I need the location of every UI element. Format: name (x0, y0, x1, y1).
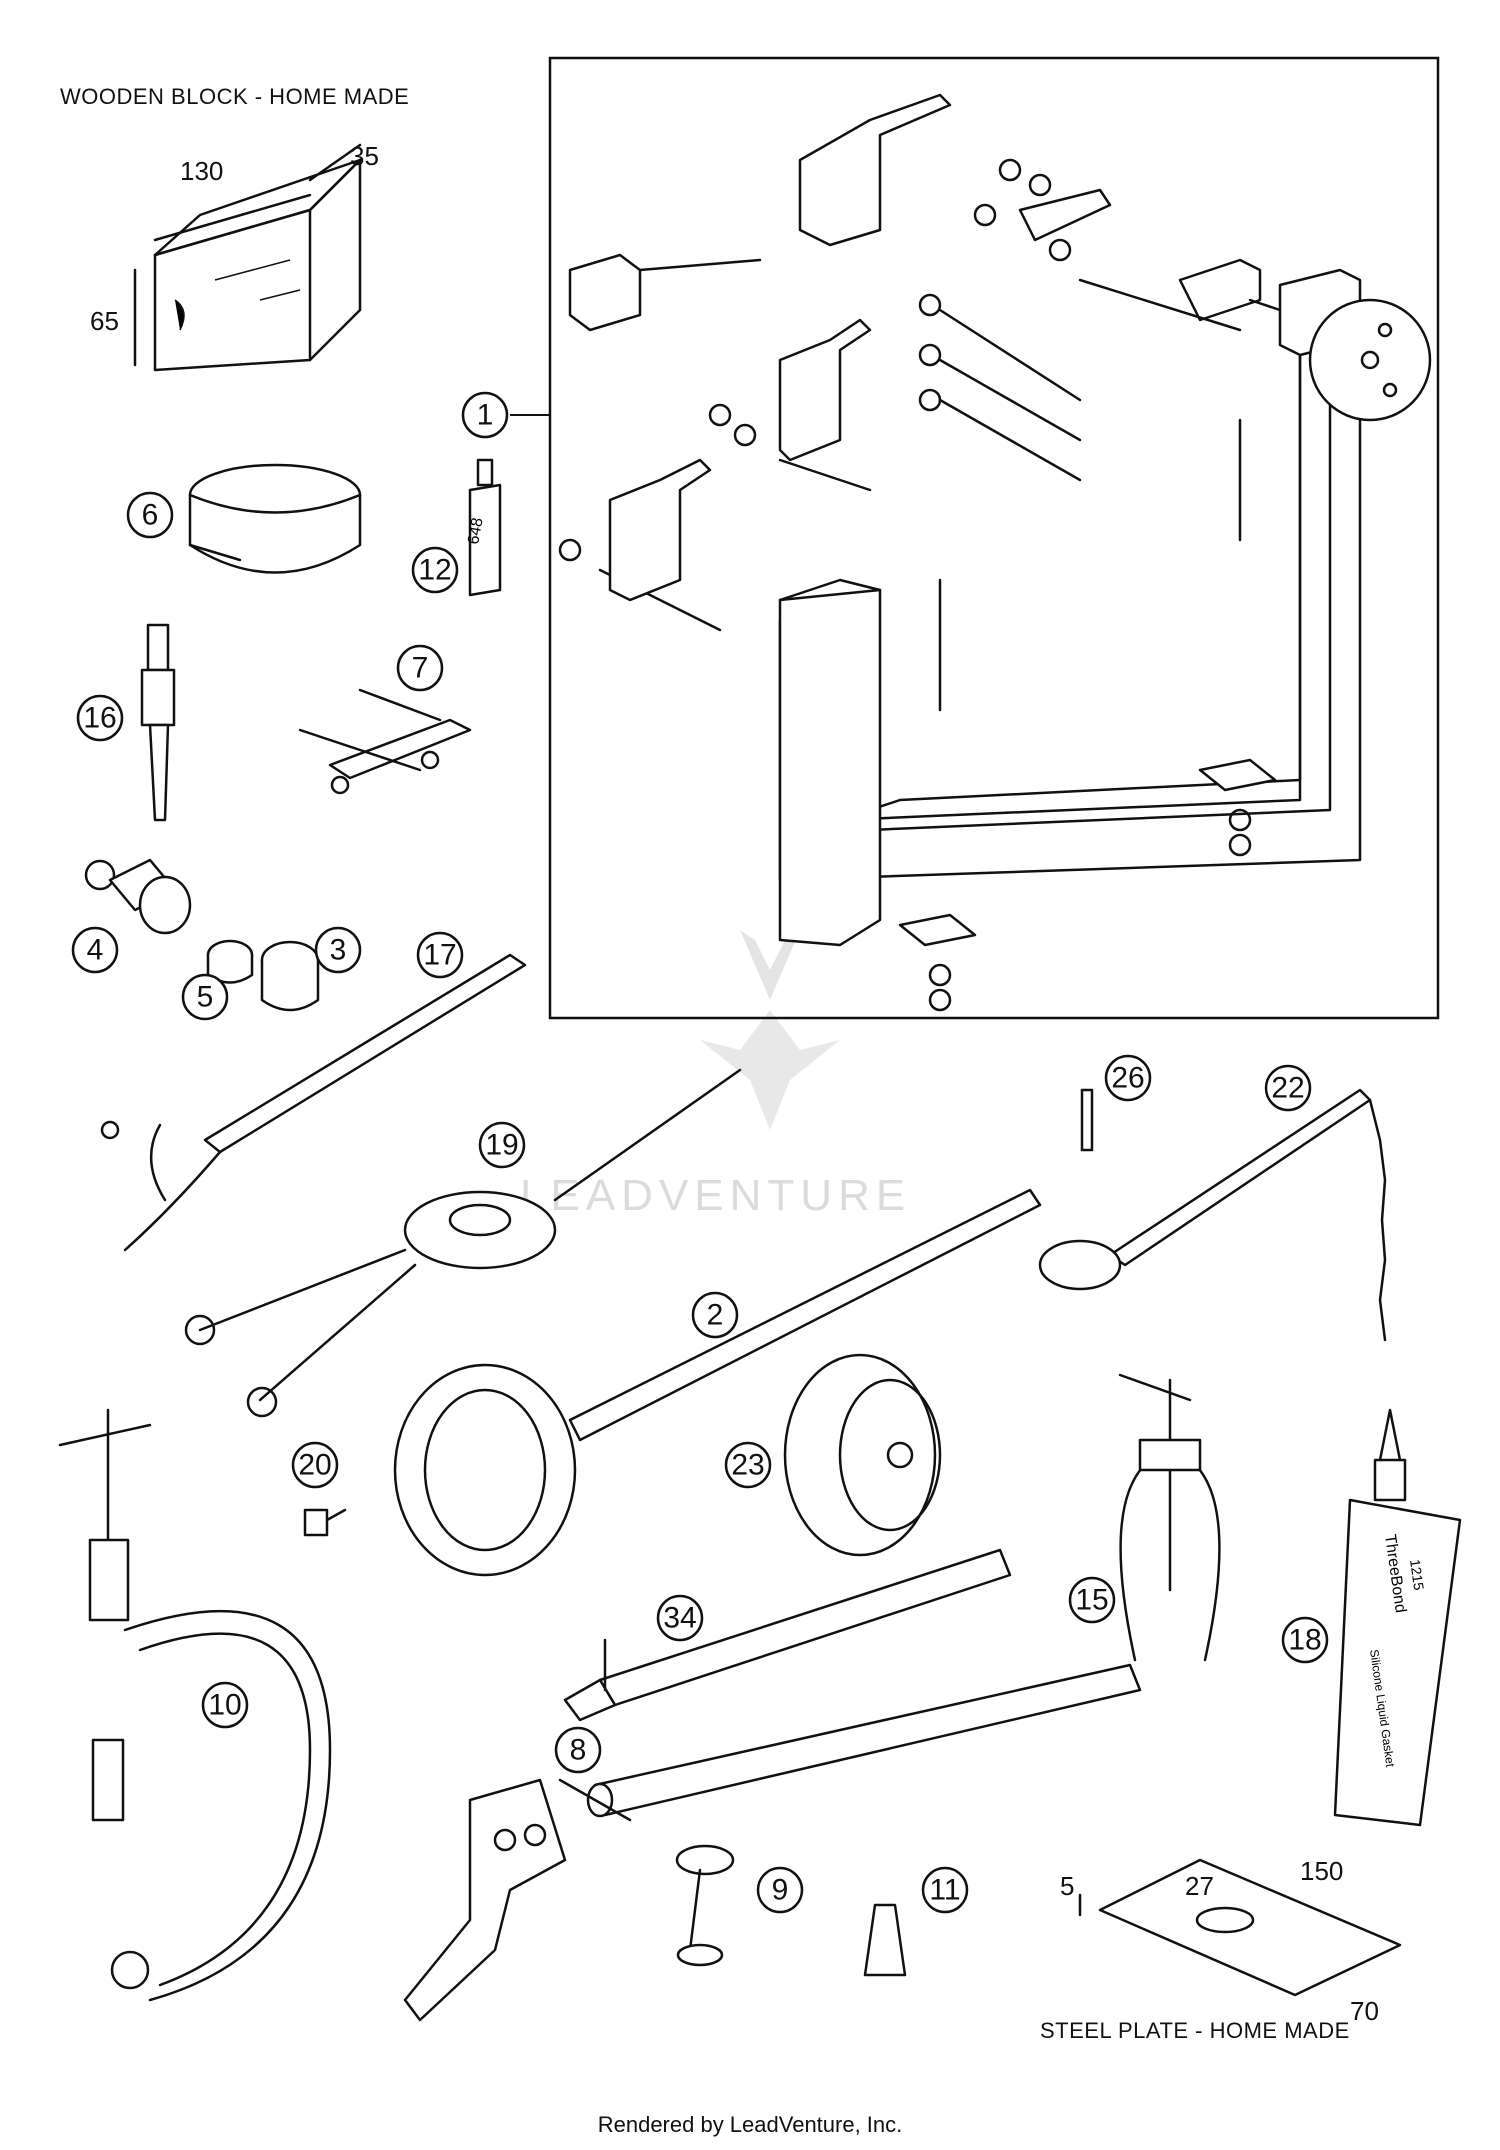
svg-text:10: 10 (208, 1689, 241, 1722)
svg-text:3: 3 (330, 934, 347, 967)
bearing-puller (84, 858, 192, 935)
callout-19: 19 (478, 1121, 526, 1169)
flywheel-puller (783, 1353, 942, 1557)
svg-text:19: 19 (485, 1129, 518, 1162)
footer: Rendered by LeadVenture, Inc. (597, 2112, 903, 2137)
callout-1: 1 (461, 391, 509, 439)
plug-tool (863, 1903, 907, 1977)
holding-wrench (563, 1548, 1012, 1722)
callout-34: 34 (656, 1594, 704, 1642)
callout-2: 2 (691, 1291, 739, 1339)
callout-20: 20 (291, 1441, 339, 1489)
plate-thickness-label: 5 (1060, 1871, 1074, 1901)
watermark: LEADVENTURE (520, 930, 911, 1220)
callout-10: 10 (201, 1681, 249, 1729)
callout-17: 17 (416, 931, 464, 979)
svg-text:9: 9 (772, 1874, 789, 1907)
callout-15: 15 (1068, 1576, 1116, 1624)
block-length-label: 130 (180, 156, 223, 186)
gear-holder (298, 688, 472, 795)
callout-9: 9 (756, 1866, 804, 1914)
sleeve (260, 940, 320, 1012)
svg-text:15: 15 (1075, 1584, 1108, 1617)
plate-width-label: 70 (1350, 1996, 1379, 2026)
callout-8: 8 (554, 1726, 602, 1774)
callout-3: 3 (314, 926, 362, 974)
callout-11: 11 (921, 1866, 969, 1914)
spanner-wrench (100, 953, 527, 1252)
svg-text:23: 23 (731, 1449, 764, 1482)
block-width-label: 35 (350, 141, 379, 171)
watermark-text: LEADVENTURE (520, 1171, 911, 1220)
svg-text:34: 34 (663, 1602, 696, 1635)
svg-text:11: 11 (929, 1874, 960, 1907)
loctite-bottle: 648 (465, 458, 502, 597)
svg-text:7: 7 (412, 652, 429, 685)
svg-text:18: 18 (1288, 1624, 1321, 1657)
callout-16: 16 (76, 694, 124, 742)
chain-wrench (1038, 1088, 1387, 1342)
loctite-number: 648 (465, 516, 486, 545)
svg-text:26: 26 (1111, 1062, 1144, 1095)
part-1-frame (548, 56, 1440, 1020)
holder-arm (403, 1663, 1142, 2022)
svg-text:4: 4 (87, 934, 104, 967)
svg-text:2: 2 (707, 1299, 724, 1332)
callout-22: 22 (1264, 1064, 1312, 1112)
wooden-block-caption: WOODEN BLOCK - HOME MADE (60, 84, 410, 109)
svg-text:5: 5 (197, 981, 214, 1014)
bushing (206, 939, 254, 984)
svg-text:12: 12 (418, 554, 451, 587)
crankshaft-tool (184, 1068, 742, 1418)
callout-6: 6 (126, 491, 174, 539)
svg-text:22: 22 (1271, 1072, 1304, 1105)
callout-12: 12 (411, 546, 459, 594)
block-height-label: 65 (90, 306, 119, 336)
callout-7: 7 (396, 644, 444, 692)
pin (1080, 1088, 1094, 1152)
engine-stand (558, 93, 1432, 1012)
svg-text:8: 8 (570, 1734, 587, 1767)
callout-23: 23 (724, 1441, 772, 1489)
plate-hole-label: 27 (1185, 1871, 1214, 1901)
wooden-block: 130 35 65 (90, 141, 379, 372)
callout-18: 18 (1281, 1616, 1329, 1664)
steel-plate: 5 27 150 70 (1060, 1856, 1402, 2026)
svg-text:6: 6 (142, 499, 159, 532)
callout-26: 26 (1104, 1054, 1152, 1102)
callout-5: 5 (181, 973, 229, 1021)
svg-text:17: 17 (423, 939, 456, 972)
clamp-ring (188, 463, 362, 574)
slide-hammer (140, 623, 176, 822)
screw (303, 1508, 347, 1537)
connecting-bracket (675, 1844, 735, 1967)
threebond-number: 1215 (1407, 1558, 1427, 1591)
callout-4: 4 (71, 926, 119, 974)
steel-plate-caption: STEEL PLATE - HOME MADE (1040, 2018, 1350, 2043)
clutch-holder (393, 1188, 1042, 1577)
svg-text:16: 16 (83, 702, 116, 735)
svg-text:20: 20 (298, 1449, 331, 1482)
valve-spring-compressor (58, 1408, 332, 2002)
plate-length-label: 150 (1300, 1856, 1343, 1886)
svg-text:1: 1 (477, 399, 494, 432)
threebond-tube: ThreeBond 1215 Silicone Liquid Gasket (1333, 1408, 1462, 1827)
gear-puller (1118, 1373, 1221, 1662)
